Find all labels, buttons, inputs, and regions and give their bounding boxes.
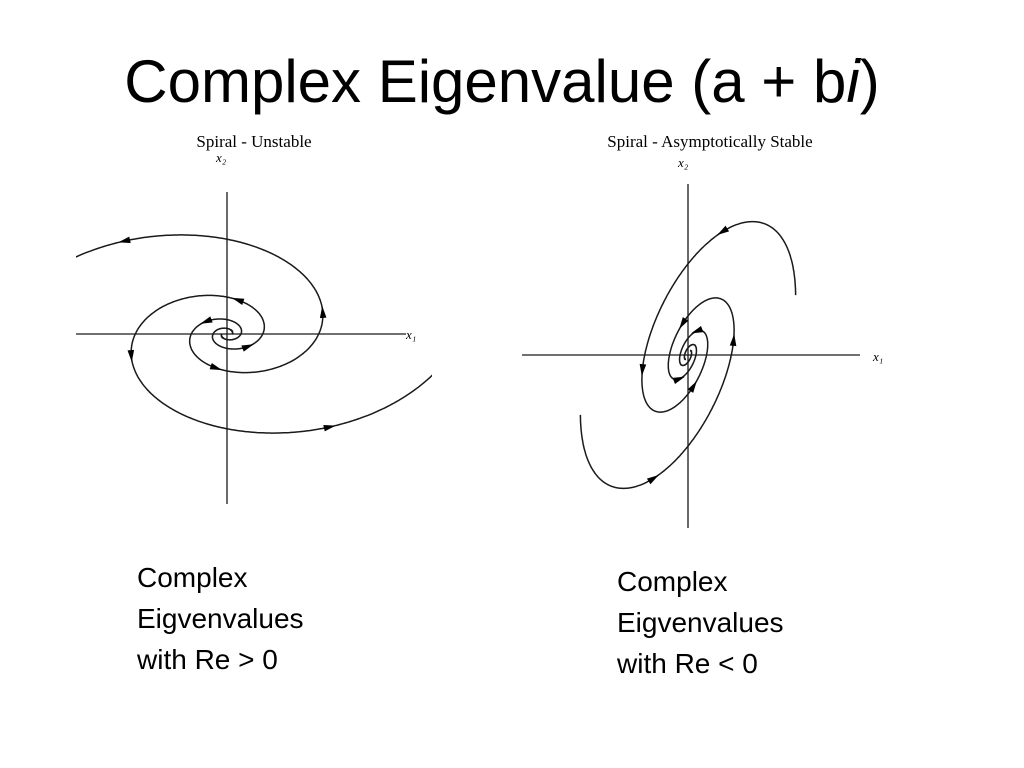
caption-line: Eigvenvalues <box>137 603 304 634</box>
trajectory-arrow <box>729 333 737 347</box>
trajectory-arrow <box>639 363 647 377</box>
spiral-trajectory <box>130 294 432 434</box>
trajectory-arrow <box>200 316 213 324</box>
stable-spiral-panel: Spiral - Asymptotically Stable x₂ x₁ <box>518 126 902 530</box>
trajectory-arrow <box>679 317 689 329</box>
trajectory-arrow <box>241 344 254 352</box>
trajectory-arrow <box>672 376 685 385</box>
trajectory-arrow <box>646 475 659 485</box>
trajectory-arrow <box>118 236 131 244</box>
trajectory-arrow <box>717 225 730 235</box>
spiral-trajectories <box>579 220 797 490</box>
spiral-trajectory <box>76 234 324 374</box>
spiral-trajectory <box>579 297 735 490</box>
trajectory-arrow <box>687 381 697 393</box>
slide-title-italic: i <box>846 48 860 115</box>
trajectory-arrow <box>691 325 704 334</box>
trajectory-arrows <box>639 225 737 485</box>
caption-line: with Re < 0 <box>617 648 758 679</box>
caption-line: Eigvenvalues <box>617 607 784 638</box>
unstable-spiral-diagram <box>76 192 432 504</box>
trajectory-arrow <box>209 363 223 371</box>
stable-spiral-diagram <box>522 184 860 528</box>
caption-line: with Re > 0 <box>137 644 278 675</box>
trajectory-arrows <box>118 236 336 432</box>
unstable-spiral-panel: Spiral - Unstable x₂ x₁ <box>76 126 432 506</box>
spiral-trajectory <box>641 220 797 413</box>
trajectory-arrow <box>127 349 135 363</box>
caption-stable: Complex Eigvenvalues with Re < 0 <box>617 561 784 684</box>
slide-title-prefix: Complex Eigenvalue (a + b <box>124 48 847 115</box>
panel-title-stable: Spiral - Asymptotically Stable <box>607 132 813 151</box>
caption-unstable: Complex Eigvenvalues with Re > 0 <box>137 557 304 680</box>
slide-title-suffix: ) <box>859 48 880 115</box>
spiral-trajectories <box>76 234 432 434</box>
x2-axis-label: x₂ <box>678 155 689 170</box>
x1-axis-label: x₁ <box>406 327 417 342</box>
caption-line: Complex <box>617 566 728 597</box>
x2-axis-label: x₂ <box>216 150 227 165</box>
trajectory-arrow <box>323 424 336 432</box>
trajectory-arrow <box>231 297 245 305</box>
slide-title: Complex Eigenvalue (a + bi) <box>0 44 1004 120</box>
trajectory-arrow <box>319 305 327 319</box>
caption-line: Complex <box>137 562 248 593</box>
panel-title-unstable: Spiral - Unstable <box>196 132 312 151</box>
x1-axis-label: x₁ <box>873 349 884 364</box>
